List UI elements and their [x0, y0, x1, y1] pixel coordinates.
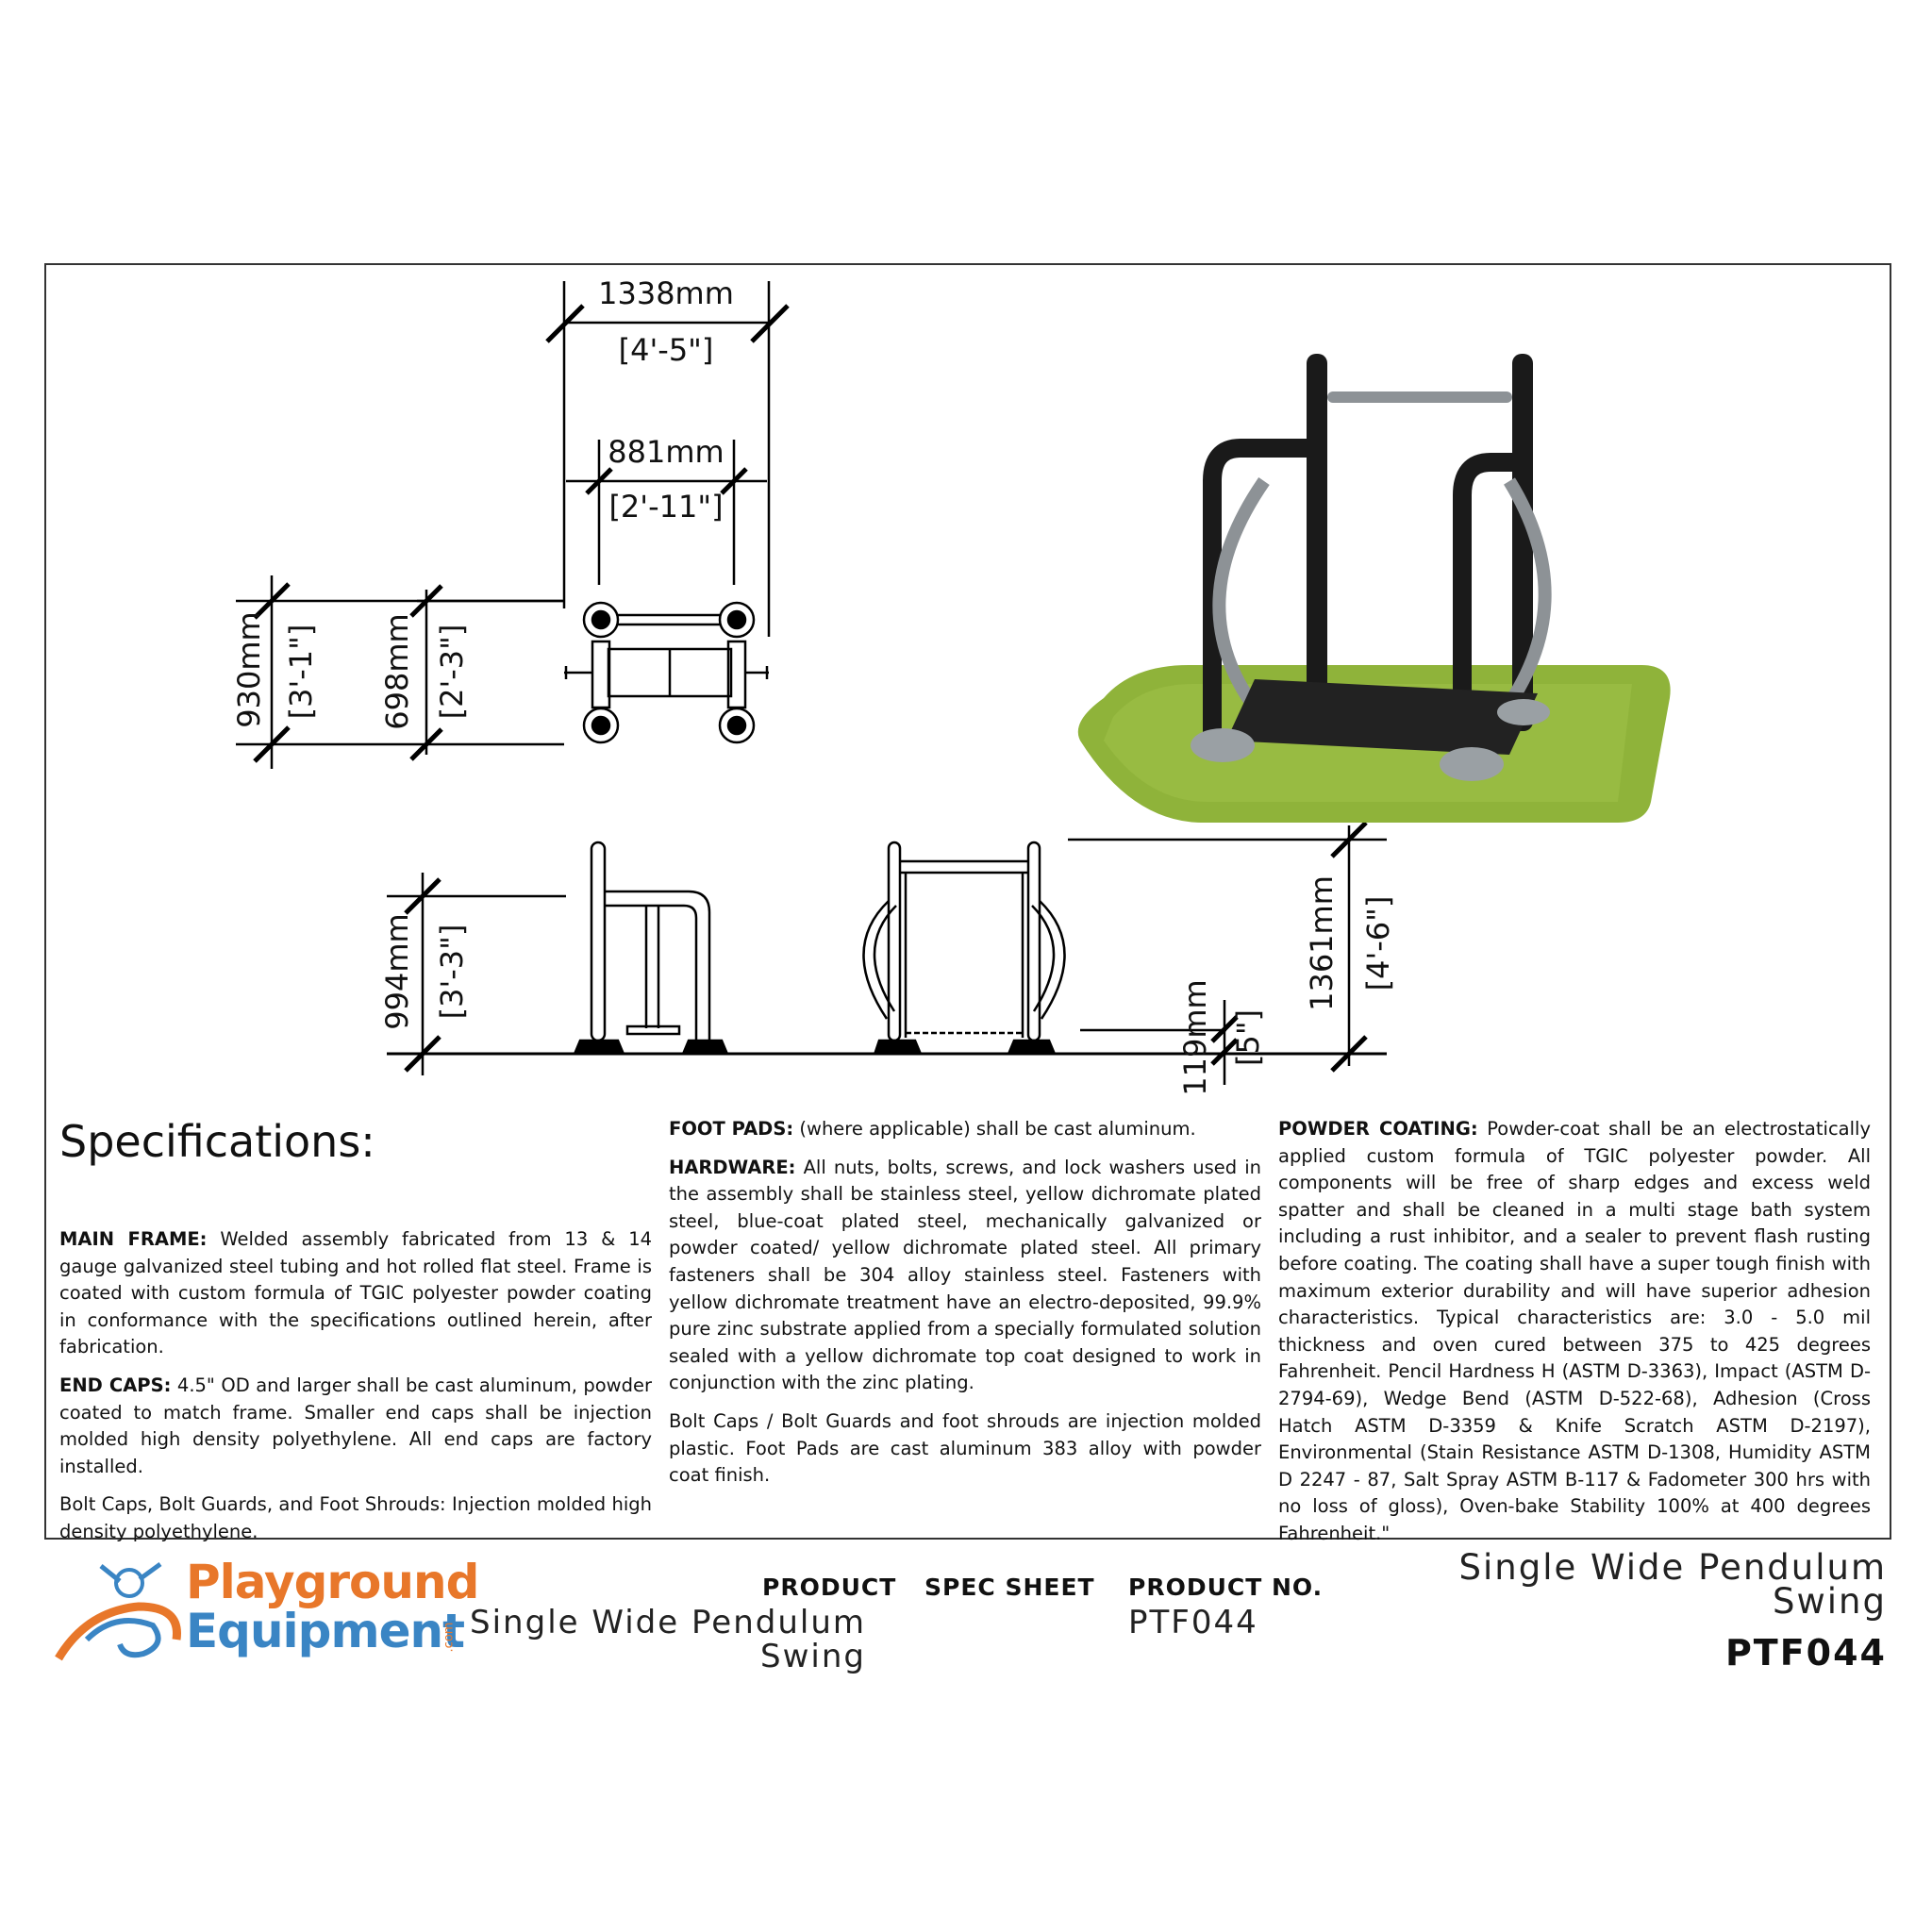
product-label: PRODUCT: [762, 1574, 897, 1601]
specifications-title: Specifications:: [59, 1116, 375, 1167]
sheet-product-code: PTF044: [1724, 1632, 1887, 1674]
product-value-line2: Swing: [760, 1638, 866, 1675]
logo-word-equipment: Equipment: [186, 1604, 465, 1658]
powder-coating-label: POWDER COATING:: [1278, 1118, 1478, 1140]
foot-pads-text: (where applicable) shall be cast aluminu…: [799, 1118, 1196, 1140]
end-caps-text: 4.5" OD and larger shall be cast aluminu…: [59, 1374, 653, 1477]
product-value: Single Wide Pendulum: [470, 1604, 866, 1641]
sheet-title-line1: Single Wide Pendulum: [1458, 1547, 1887, 1588]
hardware-spec: HARDWARE: All nuts, bolts, screws, and l…: [669, 1155, 1261, 1397]
bolt-guards-spec: Bolt Caps / Bolt Guards and foot shrouds…: [669, 1409, 1261, 1487]
main-frame-text: Welded assembly fabricated from 13 & 14 …: [59, 1228, 653, 1358]
logo-com-suffix: .com: [441, 1622, 457, 1653]
product-no-value: PTF044: [1128, 1604, 1258, 1641]
end-caps-spec: END CAPS: 4.5" OD and larger shall be ca…: [59, 1373, 652, 1480]
kid-swing-icon: [55, 1561, 181, 1661]
spec-sheet-label: SPEC SHEET: [924, 1574, 1095, 1601]
logo-word-playground: Playground: [186, 1555, 479, 1609]
spec-column-3: POWDER COATING: Powder-coat shall be an …: [1278, 1116, 1871, 1559]
hardware-text: All nuts, bolts, screws, and lock washer…: [669, 1156, 1261, 1394]
playground-equipment-logo: Playground Equipment .com: [49, 1555, 479, 1668]
main-frame-spec: MAIN FRAME: Welded assembly fabricated f…: [59, 1226, 652, 1361]
spec-column-2: FOOT PADS: (where applicable) shall be c…: [669, 1116, 1261, 1501]
foot-pads-spec: FOOT PADS: (where applicable) shall be c…: [669, 1116, 1261, 1143]
sheet-title-line2: Swing: [1773, 1581, 1887, 1622]
spec-column-1: MAIN FRAME: Welded assembly fabricated f…: [59, 1226, 652, 1557]
product-no-label: PRODUCT NO.: [1128, 1574, 1324, 1601]
end-caps-label: END CAPS:: [59, 1374, 172, 1396]
powder-coating-spec: POWDER COATING: Powder-coat shall be an …: [1278, 1116, 1871, 1548]
sheet-title: Single Wide Pendulum Swing: [1458, 1547, 1888, 1622]
foot-pads-label: FOOT PADS:: [669, 1118, 794, 1140]
main-frame-label: MAIN FRAME:: [59, 1228, 208, 1250]
bolt-caps-spec: Bolt Caps, Bolt Guards, and Foot Shrouds…: [59, 1493, 652, 1542]
hardware-label: HARDWARE:: [669, 1156, 796, 1178]
powder-coating-text: Powder-coat shall be an electrostaticall…: [1278, 1118, 1871, 1544]
spec-sheet-border: [44, 263, 1891, 1540]
